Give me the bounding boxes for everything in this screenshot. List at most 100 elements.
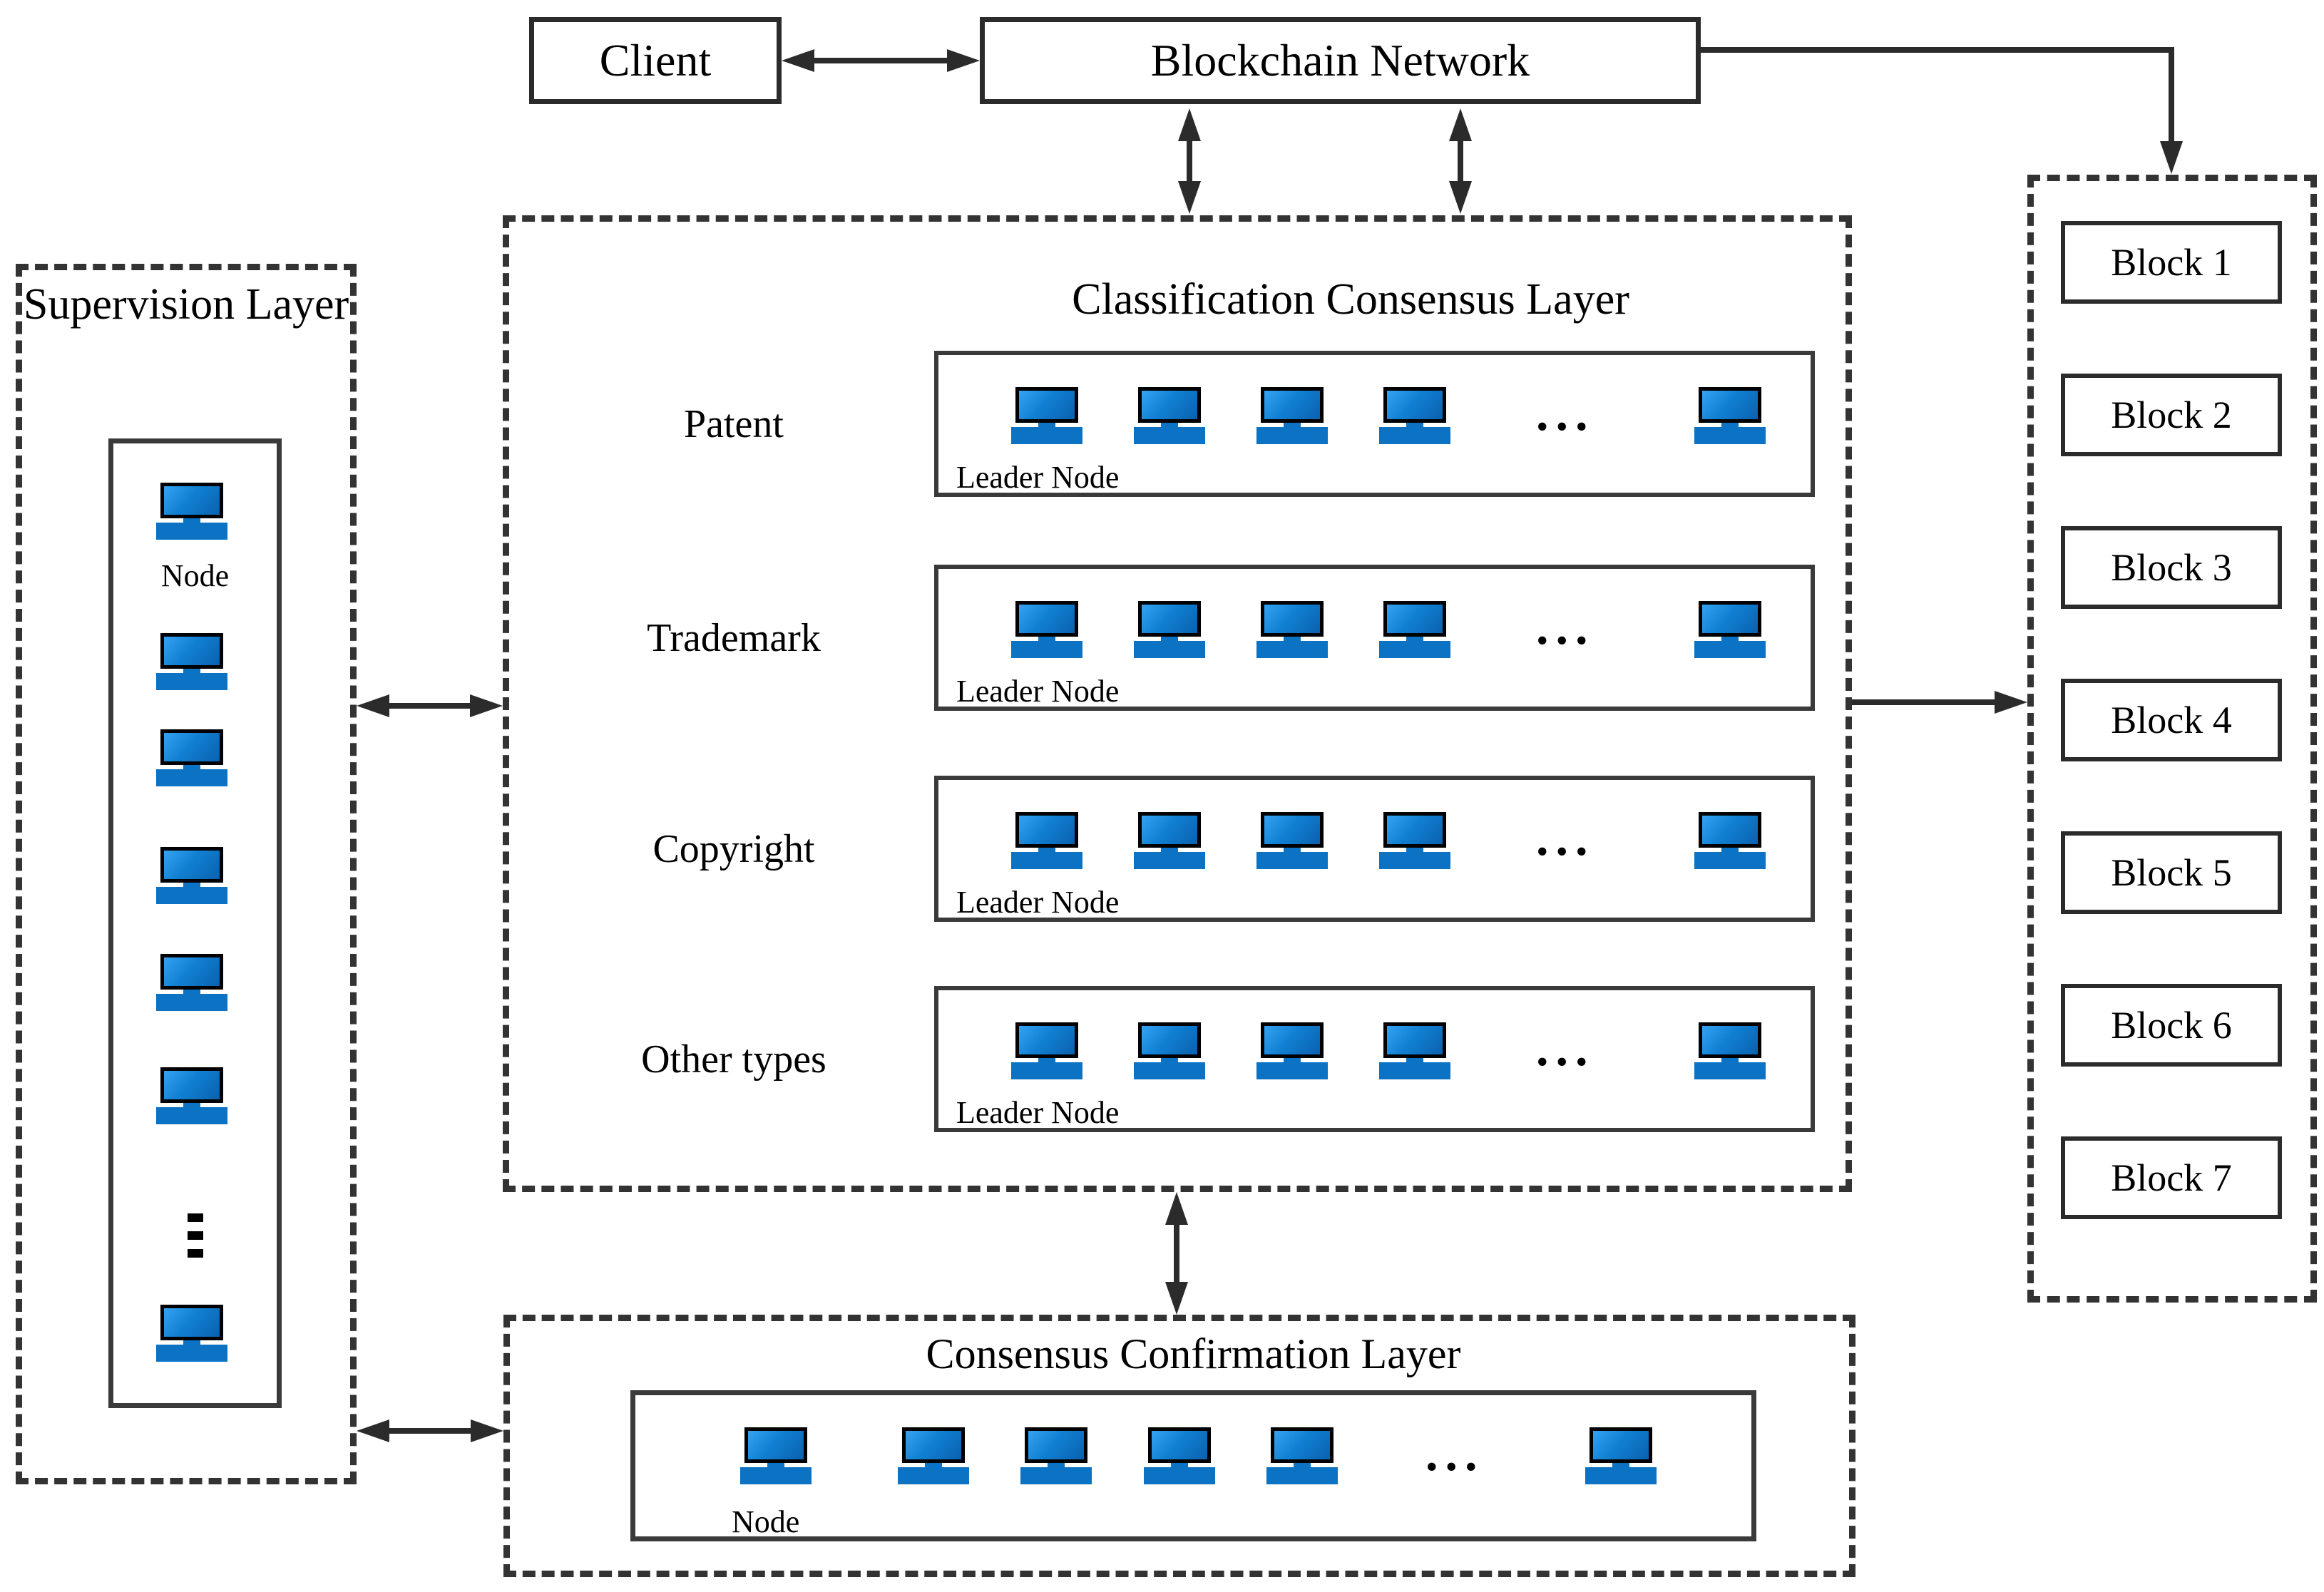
confirmation-node-panel: Node ...	[630, 1390, 1756, 1541]
monitor-screen	[902, 1427, 965, 1463]
block-box: Block 5	[2061, 831, 2282, 914]
monitor-stand	[1171, 1463, 1188, 1467]
monitor-screen	[744, 1427, 807, 1463]
monitor-screen	[1699, 812, 1761, 848]
monitor-base	[156, 673, 227, 690]
computer-node-icon	[156, 1305, 227, 1362]
monitor-screen	[1261, 601, 1324, 637]
monitor-base	[898, 1467, 969, 1484]
arrowhead-down	[1178, 181, 1201, 214]
monitor-base	[1134, 427, 1205, 444]
computer-node-icon	[1256, 601, 1328, 658]
computer-node-icon	[1256, 1022, 1328, 1079]
monitor-base	[1020, 1467, 1092, 1484]
monitor-base	[1011, 852, 1082, 869]
monitor-screen	[1138, 601, 1201, 637]
monitor-base	[1256, 852, 1328, 869]
monitor-base	[1134, 641, 1205, 658]
monitor-stand	[1721, 423, 1739, 427]
monitor-base	[156, 523, 227, 540]
monitor-stand	[183, 669, 200, 673]
computer-node-icon	[156, 847, 227, 904]
monitor-screen	[1590, 1427, 1652, 1463]
arrowhead-down	[2160, 141, 2183, 174]
monitor-screen	[1138, 1022, 1201, 1058]
arrow-line	[1174, 1222, 1179, 1285]
computer-node-icon	[1134, 387, 1205, 444]
monitor-stand	[1038, 637, 1055, 641]
monitor-stand	[1161, 637, 1178, 641]
monitor-screen	[1261, 812, 1324, 848]
row-node-box: Leader Node ...	[934, 351, 1815, 497]
monitor-stand	[1161, 423, 1178, 427]
monitor-stand	[183, 518, 200, 523]
monitor-stand	[1048, 1463, 1065, 1467]
horizontal-ellipsis: ...	[1425, 1427, 1485, 1481]
computer-node-icon	[1134, 1022, 1205, 1079]
computer-node-icon	[740, 1427, 812, 1484]
monitor-stand	[767, 1463, 784, 1467]
leader-node-label: Leader Node	[956, 460, 1120, 495]
computer-node-icon	[156, 954, 227, 1011]
arrow-line	[389, 1428, 471, 1434]
arrow-line	[389, 703, 470, 709]
monitor-stand	[925, 1463, 942, 1467]
horizontal-ellipsis: ...	[1536, 600, 1595, 655]
block-box: Block 1	[2061, 221, 2282, 304]
monitor-base	[1134, 852, 1205, 869]
monitor-base	[1011, 1062, 1082, 1079]
monitor-base	[1134, 1062, 1205, 1079]
monitor-base	[156, 887, 227, 904]
monitor-screen	[1383, 601, 1446, 637]
computer-node-icon	[898, 1427, 969, 1484]
monitor-stand	[1406, 1058, 1423, 1062]
supervision-layer: Supervision Layer Node	[16, 264, 357, 1484]
horizontal-ellipsis: ...	[1536, 1022, 1595, 1077]
monitor-screen	[1015, 1022, 1078, 1058]
monitor-stand	[1406, 848, 1423, 852]
monitor-screen	[1138, 387, 1201, 423]
arrowhead-left	[782, 49, 814, 72]
arrowhead-right	[470, 694, 503, 717]
monitor-screen	[160, 633, 223, 669]
monitor-stand	[1284, 637, 1301, 641]
computer-node-icon	[1011, 812, 1082, 869]
monitor-stand	[1406, 637, 1423, 641]
leader-node-label: Leader Node	[956, 885, 1120, 920]
monitor-stand	[183, 1103, 200, 1107]
computer-node-icon	[1585, 1427, 1657, 1484]
monitor-screen	[1383, 812, 1446, 848]
monitor-stand	[183, 1340, 200, 1345]
computer-node-icon	[1379, 601, 1450, 658]
computer-node-icon	[1011, 1022, 1082, 1079]
monitor-base	[156, 1107, 227, 1124]
client-label: Client	[599, 35, 712, 86]
arrowhead-up	[1165, 1192, 1188, 1225]
arrow-line-horizontal	[1701, 47, 2174, 53]
computer-node-icon	[1144, 1427, 1215, 1484]
monitor-stand	[1721, 637, 1739, 641]
monitor-screen	[1699, 387, 1761, 423]
monitor-screen	[1025, 1427, 1087, 1463]
computer-node-icon	[1020, 1427, 1092, 1484]
monitor-base	[156, 1345, 227, 1362]
computer-node-icon	[1011, 387, 1082, 444]
block-box: Block 3	[2061, 526, 2282, 609]
computer-node-icon	[156, 483, 227, 540]
monitor-screen	[1148, 1427, 1211, 1463]
monitor-screen	[160, 847, 223, 883]
monitor-stand	[183, 883, 200, 887]
arrowhead-right	[471, 1419, 503, 1442]
computer-node-icon	[156, 1067, 227, 1124]
monitor-screen	[1699, 601, 1761, 637]
arrowhead-up	[1178, 108, 1201, 141]
monitor-stand	[1406, 423, 1423, 427]
computer-node-icon	[1694, 812, 1766, 869]
confirmation-layer-title: Consensus Confirmation Layer	[926, 1330, 1461, 1377]
monitor-screen	[160, 1067, 223, 1103]
monitor-stand	[1284, 1058, 1301, 1062]
computer-node-icon	[1256, 812, 1328, 869]
monitor-screen	[1261, 387, 1324, 423]
monitor-screen	[160, 954, 223, 990]
